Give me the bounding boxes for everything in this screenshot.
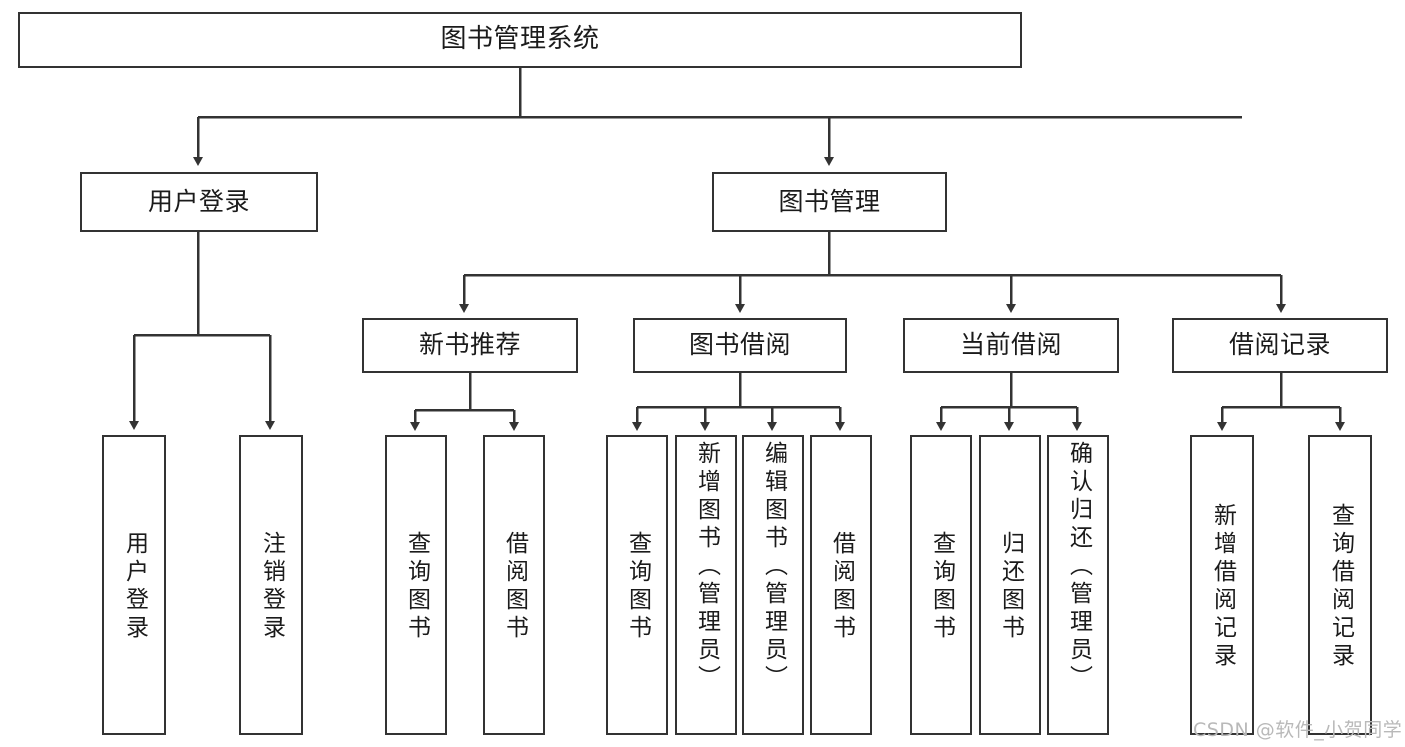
node-label: 借阅图书 [501,531,528,643]
node-current-borrow[interactable]: 当前借阅 [903,318,1119,373]
node-label: 新增借阅记录 [1209,503,1236,671]
node-label: 用户登录 [147,186,250,216]
node-label: 归还图书 [997,531,1024,643]
node-label: 查询图书 [928,531,955,643]
node-label: 图书管理 [778,186,881,216]
leaf-return-book[interactable]: 归还图书 [979,435,1041,735]
node-user-login[interactable]: 用户登录 [80,172,318,232]
node-root-book-management-system[interactable]: 图书管理系统 [18,12,1022,68]
csdn-watermark: CSDN @软件_小贺同学 [1193,719,1403,741]
node-label: 借阅图书 [828,531,855,643]
node-label: 借阅记录 [1228,330,1331,360]
node-book-borrow[interactable]: 图书借阅 [633,318,847,373]
node-label: 查询图书 [624,531,651,643]
node-label: 查询借阅记录 [1327,503,1354,671]
leaf-user-login[interactable]: 用户登录 [102,435,166,735]
leaf-edit-book-admin[interactable]: 编辑图书（管理员） [742,435,804,735]
leaf-query-book-borrow[interactable]: 查询图书 [606,435,668,735]
node-label: 当前借阅 [959,330,1062,360]
leaf-confirm-return-admin[interactable]: 确认归还（管理员） [1047,435,1109,735]
leaf-logout-login[interactable]: 注销登录 [239,435,303,735]
node-book-management[interactable]: 图书管理 [712,172,947,232]
node-label: 图书管理系统 [440,24,600,55]
node-label: 编辑图书（管理员） [760,441,787,693]
node-new-book-recommend[interactable]: 新书推荐 [362,318,578,373]
node-label: 新增图书（管理员） [693,441,720,693]
node-label: 查询图书 [403,531,430,643]
leaf-borrow-book-recommend[interactable]: 借阅图书 [483,435,545,735]
node-label: 用户登录 [121,531,148,643]
leaf-query-book-recommend[interactable]: 查询图书 [385,435,447,735]
leaf-query-borrow-record[interactable]: 查询借阅记录 [1308,435,1372,735]
leaf-borrow-book[interactable]: 借阅图书 [810,435,872,735]
node-label: 图书借阅 [688,330,791,360]
leaf-query-book-current[interactable]: 查询图书 [910,435,972,735]
leaf-add-borrow-record[interactable]: 新增借阅记录 [1190,435,1254,735]
node-borrow-record[interactable]: 借阅记录 [1172,318,1388,373]
node-label: 注销登录 [258,531,285,643]
node-label: 确认归还（管理员） [1065,441,1092,693]
leaf-add-book-admin[interactable]: 新增图书（管理员） [675,435,737,735]
node-label: 新书推荐 [418,330,521,360]
